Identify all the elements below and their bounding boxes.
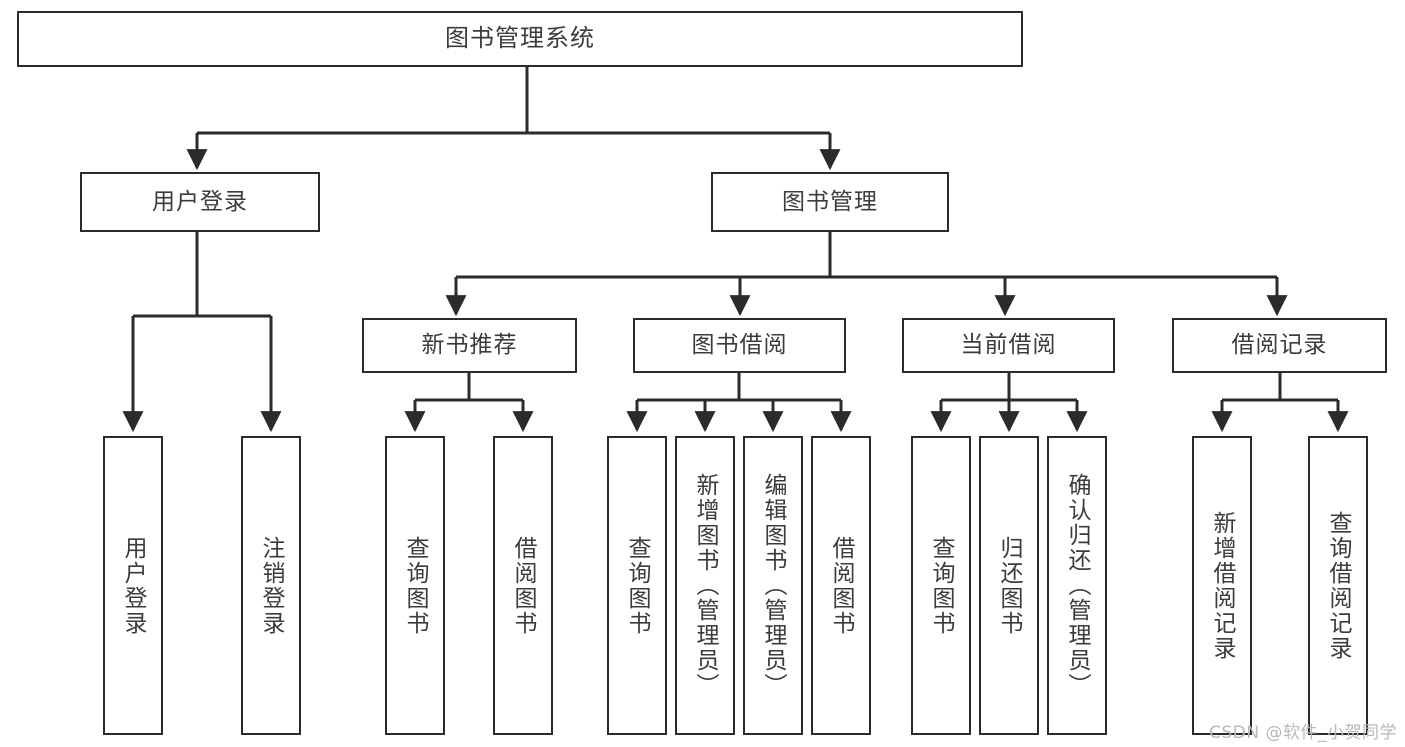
- node-leaf-borrow-book-2[interactable]: 借阅图书: [811, 436, 871, 735]
- node-leaf-borrow-book-1[interactable]: 借阅图书: [493, 436, 553, 735]
- node-leaf-return-book[interactable]: 归还图书: [979, 436, 1039, 735]
- node-leaf-query-book-3[interactable]: 查询图书: [911, 436, 971, 735]
- node-leaf-edit-book-label: 编辑图书（管理员）: [760, 473, 787, 698]
- node-leaf-borrow-book-1-label: 借阅图书: [510, 535, 537, 636]
- node-leaf-query-book-2-label: 查询图书: [624, 535, 651, 636]
- node-leaf-edit-book[interactable]: 编辑图书（管理员）: [743, 436, 803, 735]
- node-borrow-record-label: 借阅记录: [1231, 332, 1328, 359]
- node-leaf-add-book[interactable]: 新增图书（管理员）: [675, 436, 735, 735]
- node-leaf-add-record[interactable]: 新增借阅记录: [1192, 436, 1252, 735]
- node-leaf-borrow-book-2-label: 借阅图书: [828, 535, 855, 636]
- node-user-login-label: 用户登录: [152, 188, 248, 215]
- node-leaf-query-book-2[interactable]: 查询图书: [607, 436, 667, 735]
- node-book-manage-label: 图书管理: [782, 188, 878, 215]
- node-leaf-query-record-label: 查询借阅记录: [1325, 510, 1352, 661]
- node-leaf-confirm-return[interactable]: 确认归还（管理员）: [1047, 436, 1107, 735]
- node-user-login[interactable]: 用户登录: [80, 172, 320, 232]
- node-leaf-user-login-label: 用户登录: [120, 535, 147, 636]
- node-leaf-query-record[interactable]: 查询借阅记录: [1308, 436, 1368, 735]
- node-book-borrow[interactable]: 图书借阅: [633, 318, 846, 373]
- node-leaf-confirm-return-label: 确认归还（管理员）: [1064, 473, 1091, 698]
- node-leaf-return-book-label: 归还图书: [996, 535, 1023, 636]
- node-new-book-recommend-label: 新书推荐: [421, 332, 518, 359]
- node-leaf-add-record-label: 新增借阅记录: [1209, 510, 1236, 661]
- node-root-label: 图书管理系统: [445, 24, 595, 53]
- node-book-borrow-label: 图书借阅: [691, 332, 788, 359]
- node-borrow-record[interactable]: 借阅记录: [1172, 318, 1387, 373]
- node-root[interactable]: 图书管理系统: [17, 11, 1023, 67]
- watermark: CSDN @软件_小贺同学: [1209, 723, 1397, 743]
- node-leaf-add-book-label: 新增图书（管理员）: [692, 473, 719, 698]
- node-leaf-query-book-1[interactable]: 查询图书: [385, 436, 445, 735]
- node-new-book-recommend[interactable]: 新书推荐: [362, 318, 577, 373]
- node-book-manage[interactable]: 图书管理: [711, 172, 949, 232]
- node-leaf-query-book-3-label: 查询图书: [928, 535, 955, 636]
- node-leaf-logout-label: 注销登录: [258, 535, 285, 636]
- node-leaf-user-login[interactable]: 用户登录: [103, 436, 163, 735]
- node-leaf-logout[interactable]: 注销登录: [241, 436, 301, 735]
- node-current-borrow[interactable]: 当前借阅: [902, 318, 1115, 373]
- node-leaf-query-book-1-label: 查询图书: [402, 535, 429, 636]
- node-current-borrow-label: 当前借阅: [960, 332, 1057, 359]
